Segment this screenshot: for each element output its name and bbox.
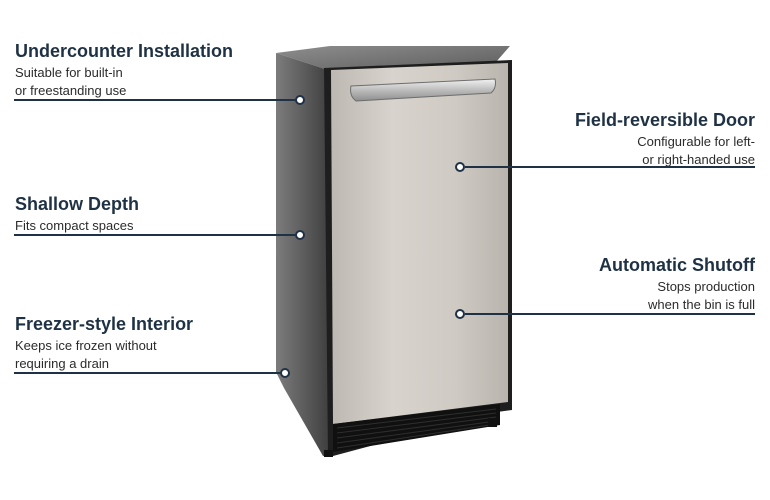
- callout-line-reversible-door: [465, 166, 755, 168]
- feature-description: Configurable for left- or right-handed u…: [637, 134, 755, 167]
- feature-title: Field-reversible Door: [574, 110, 755, 130]
- callout-line-freezer-interior: [14, 372, 282, 374]
- callout-line-automatic-shutoff: [465, 313, 755, 315]
- callout-dot-automatic-shutoff: [455, 309, 465, 319]
- front-left-foot: [324, 450, 333, 457]
- feature-description: Suitable for built-in or freestanding us…: [15, 65, 127, 98]
- callout-line-undercounter: [14, 99, 297, 101]
- feature-freezer-interior: Freezer-style Interior Keeps ice frozen …: [15, 313, 193, 373]
- feature-title: Shallow Depth: [15, 194, 140, 214]
- door-panel: [331, 63, 508, 424]
- door-handle: [350, 78, 496, 102]
- feature-description: Stops production when the bin is full: [648, 279, 755, 312]
- feature-title: Automatic Shutoff: [599, 255, 755, 275]
- callout-dot-undercounter: [295, 95, 305, 105]
- feature-description: Fits compact spaces: [15, 218, 134, 233]
- feature-title: Undercounter Installation: [15, 41, 234, 61]
- callout-line-shallow-depth: [14, 234, 297, 236]
- callout-dot-shallow-depth: [295, 230, 305, 240]
- feature-title: Freezer-style Interior: [15, 314, 194, 334]
- feature-undercounter: Undercounter Installation Suitable for b…: [15, 40, 233, 100]
- feature-shallow-depth: Shallow Depth Fits compact spaces: [15, 193, 139, 235]
- callout-dot-reversible-door: [455, 162, 465, 172]
- feature-reversible-door: Field-reversible Door Configurable for l…: [575, 109, 755, 169]
- cabinet-side: [276, 53, 333, 456]
- feature-description: Keeps ice frozen without requiring a dra…: [15, 338, 157, 371]
- callout-dot-freezer-interior: [280, 368, 290, 378]
- front-right-foot: [488, 418, 497, 427]
- feature-automatic-shutoff: Automatic Shutoff Stops production when …: [599, 254, 755, 314]
